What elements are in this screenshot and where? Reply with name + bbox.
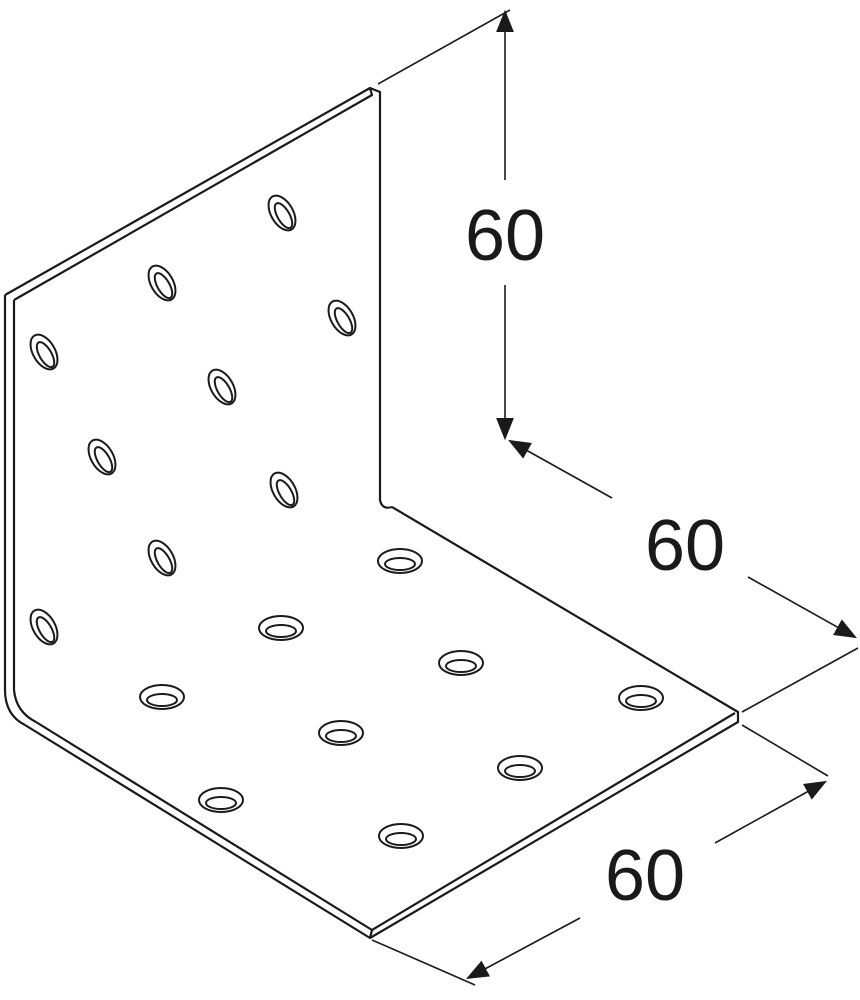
width-dimension-line-upper	[714, 780, 827, 844]
horizontal-plate-holes	[139, 548, 664, 849]
depth-dimension-label: 60	[645, 506, 725, 586]
vertical-plate-holes	[29, 194, 357, 646]
width-dimension-line-lower	[466, 917, 581, 980]
vertical-plate	[3, 86, 393, 726]
extension-line-front-right	[741, 724, 829, 777]
extension-line-front-left	[371, 939, 476, 986]
height-dimension-label: 60	[465, 196, 545, 276]
horizontal-plate	[24, 506, 740, 940]
extension-line-right	[741, 647, 859, 713]
depth-dimension-line-upper	[508, 439, 613, 499]
extension-line-top	[377, 9, 511, 85]
width-dimension-label: 60	[605, 836, 685, 916]
depth-dimension-line-lower	[747, 576, 857, 639]
